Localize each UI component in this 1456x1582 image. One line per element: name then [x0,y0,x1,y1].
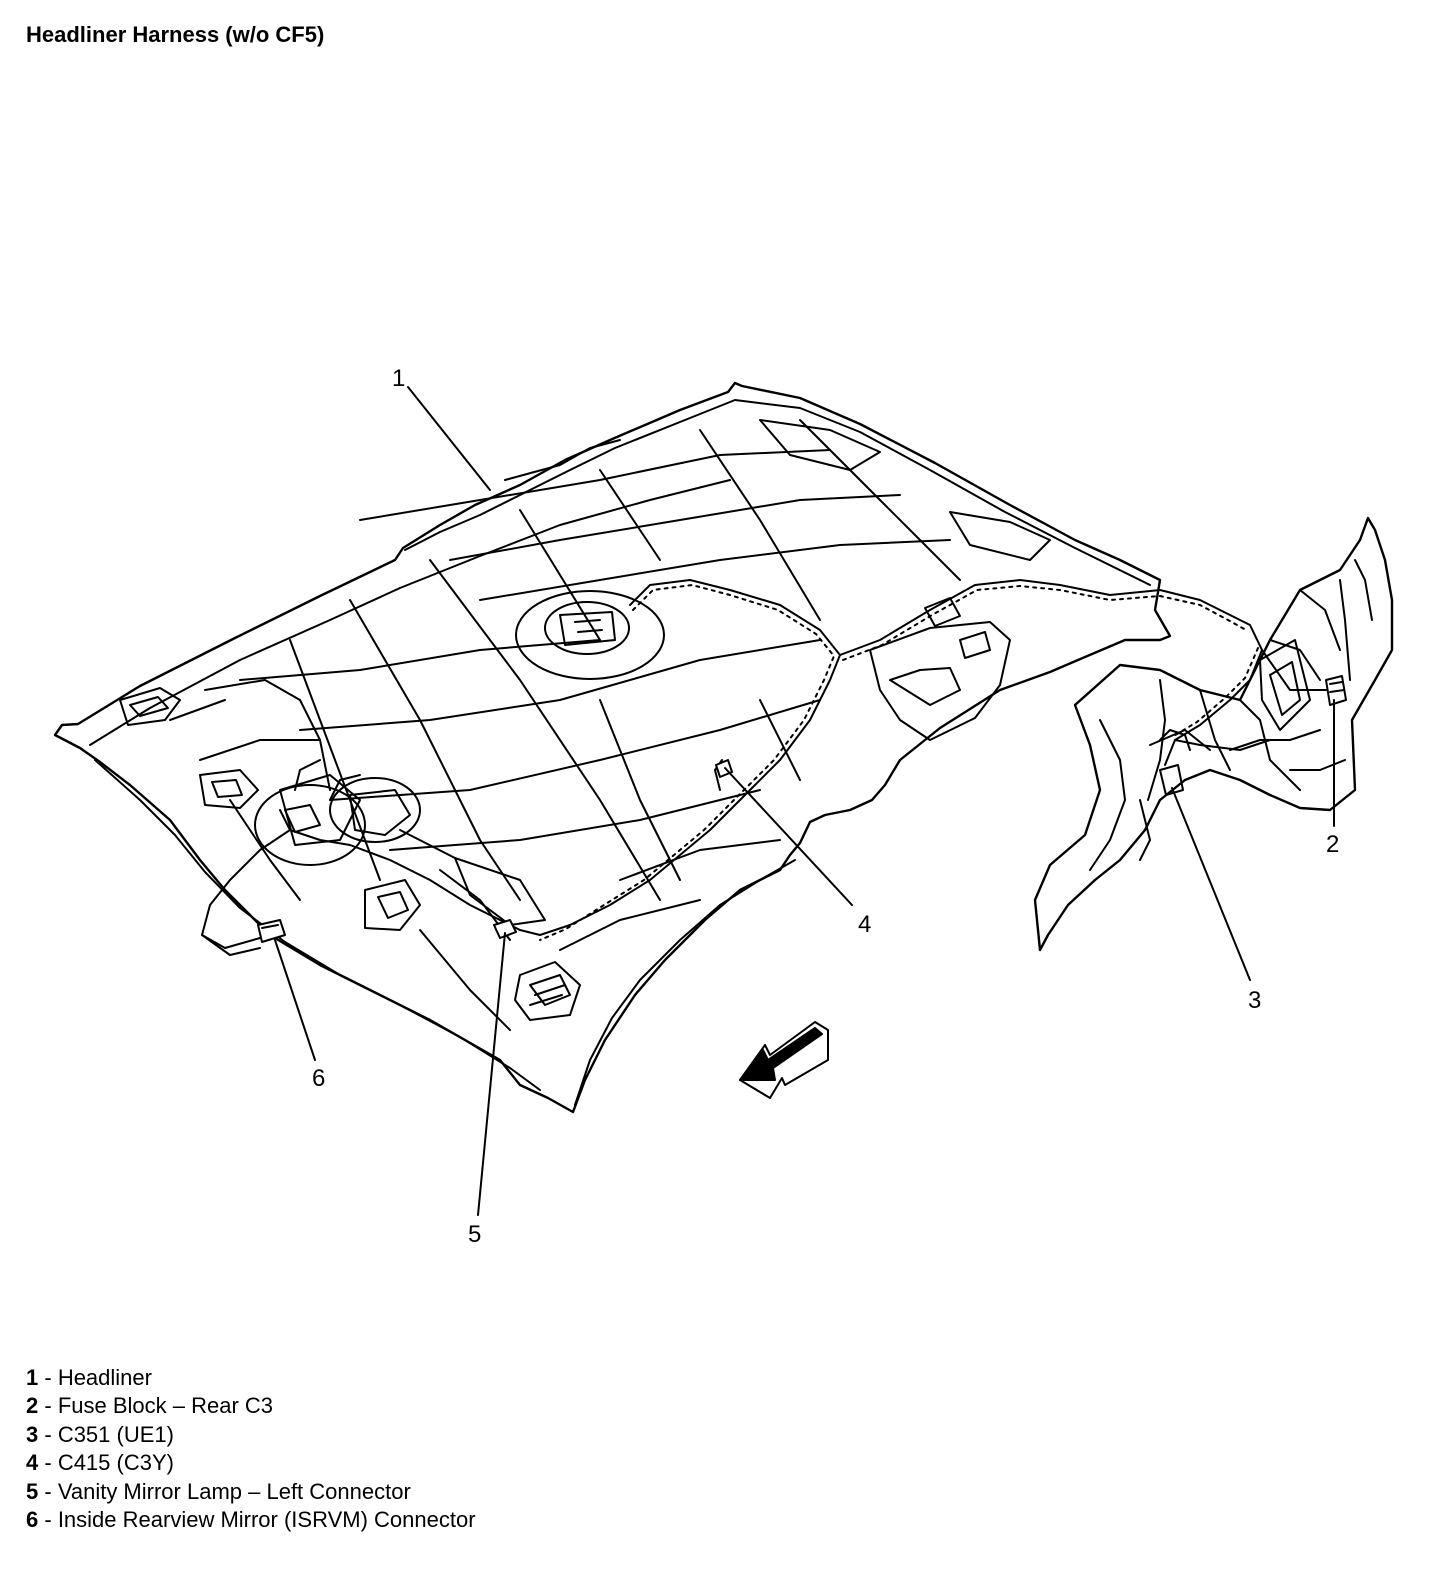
callout-5: 5 [468,1221,481,1248]
forward-direction-arrow [739,1021,829,1099]
callout-2: 2 [1326,831,1339,858]
legend-item: 1 - Headliner [26,1365,152,1390]
rear-body-structure [1033,516,1394,952]
legend-item: 2 - Fuse Block – Rear C3 [26,1393,274,1419]
legend-item: 6 - Inside Rearview Mirror (ISRVM) Conne… [26,1507,476,1533]
wiring-harness [201,579,1263,956]
callout-4: 4 [858,911,871,938]
leader-line-4 [724,767,853,906]
headliner-panel [53,381,1172,1114]
callout-legend: 1 - Headliner 2 - Fuse Block – Rear C3 3… [26,1364,476,1534]
legend-item: 3 - C351 (UE1) [26,1421,174,1447]
leader-lines [274,386,1335,1216]
diagram-title: Headliner Harness (w/o CF5) [26,22,325,47]
callout-3: 3 [1248,987,1261,1014]
leader-line-1 [407,386,491,491]
callout-6: 6 [312,1065,325,1092]
leader-line-6 [274,939,316,1061]
callout-1: 1 [392,365,405,392]
leader-line-5 [477,932,506,1216]
connectors [257,675,1347,943]
legend-item: 5 - Vanity Mirror Lamp – Left Connector [26,1478,411,1504]
leader-line-3 [1171,787,1251,981]
legend-item: 4 - C415 (C3Y) [26,1450,174,1476]
